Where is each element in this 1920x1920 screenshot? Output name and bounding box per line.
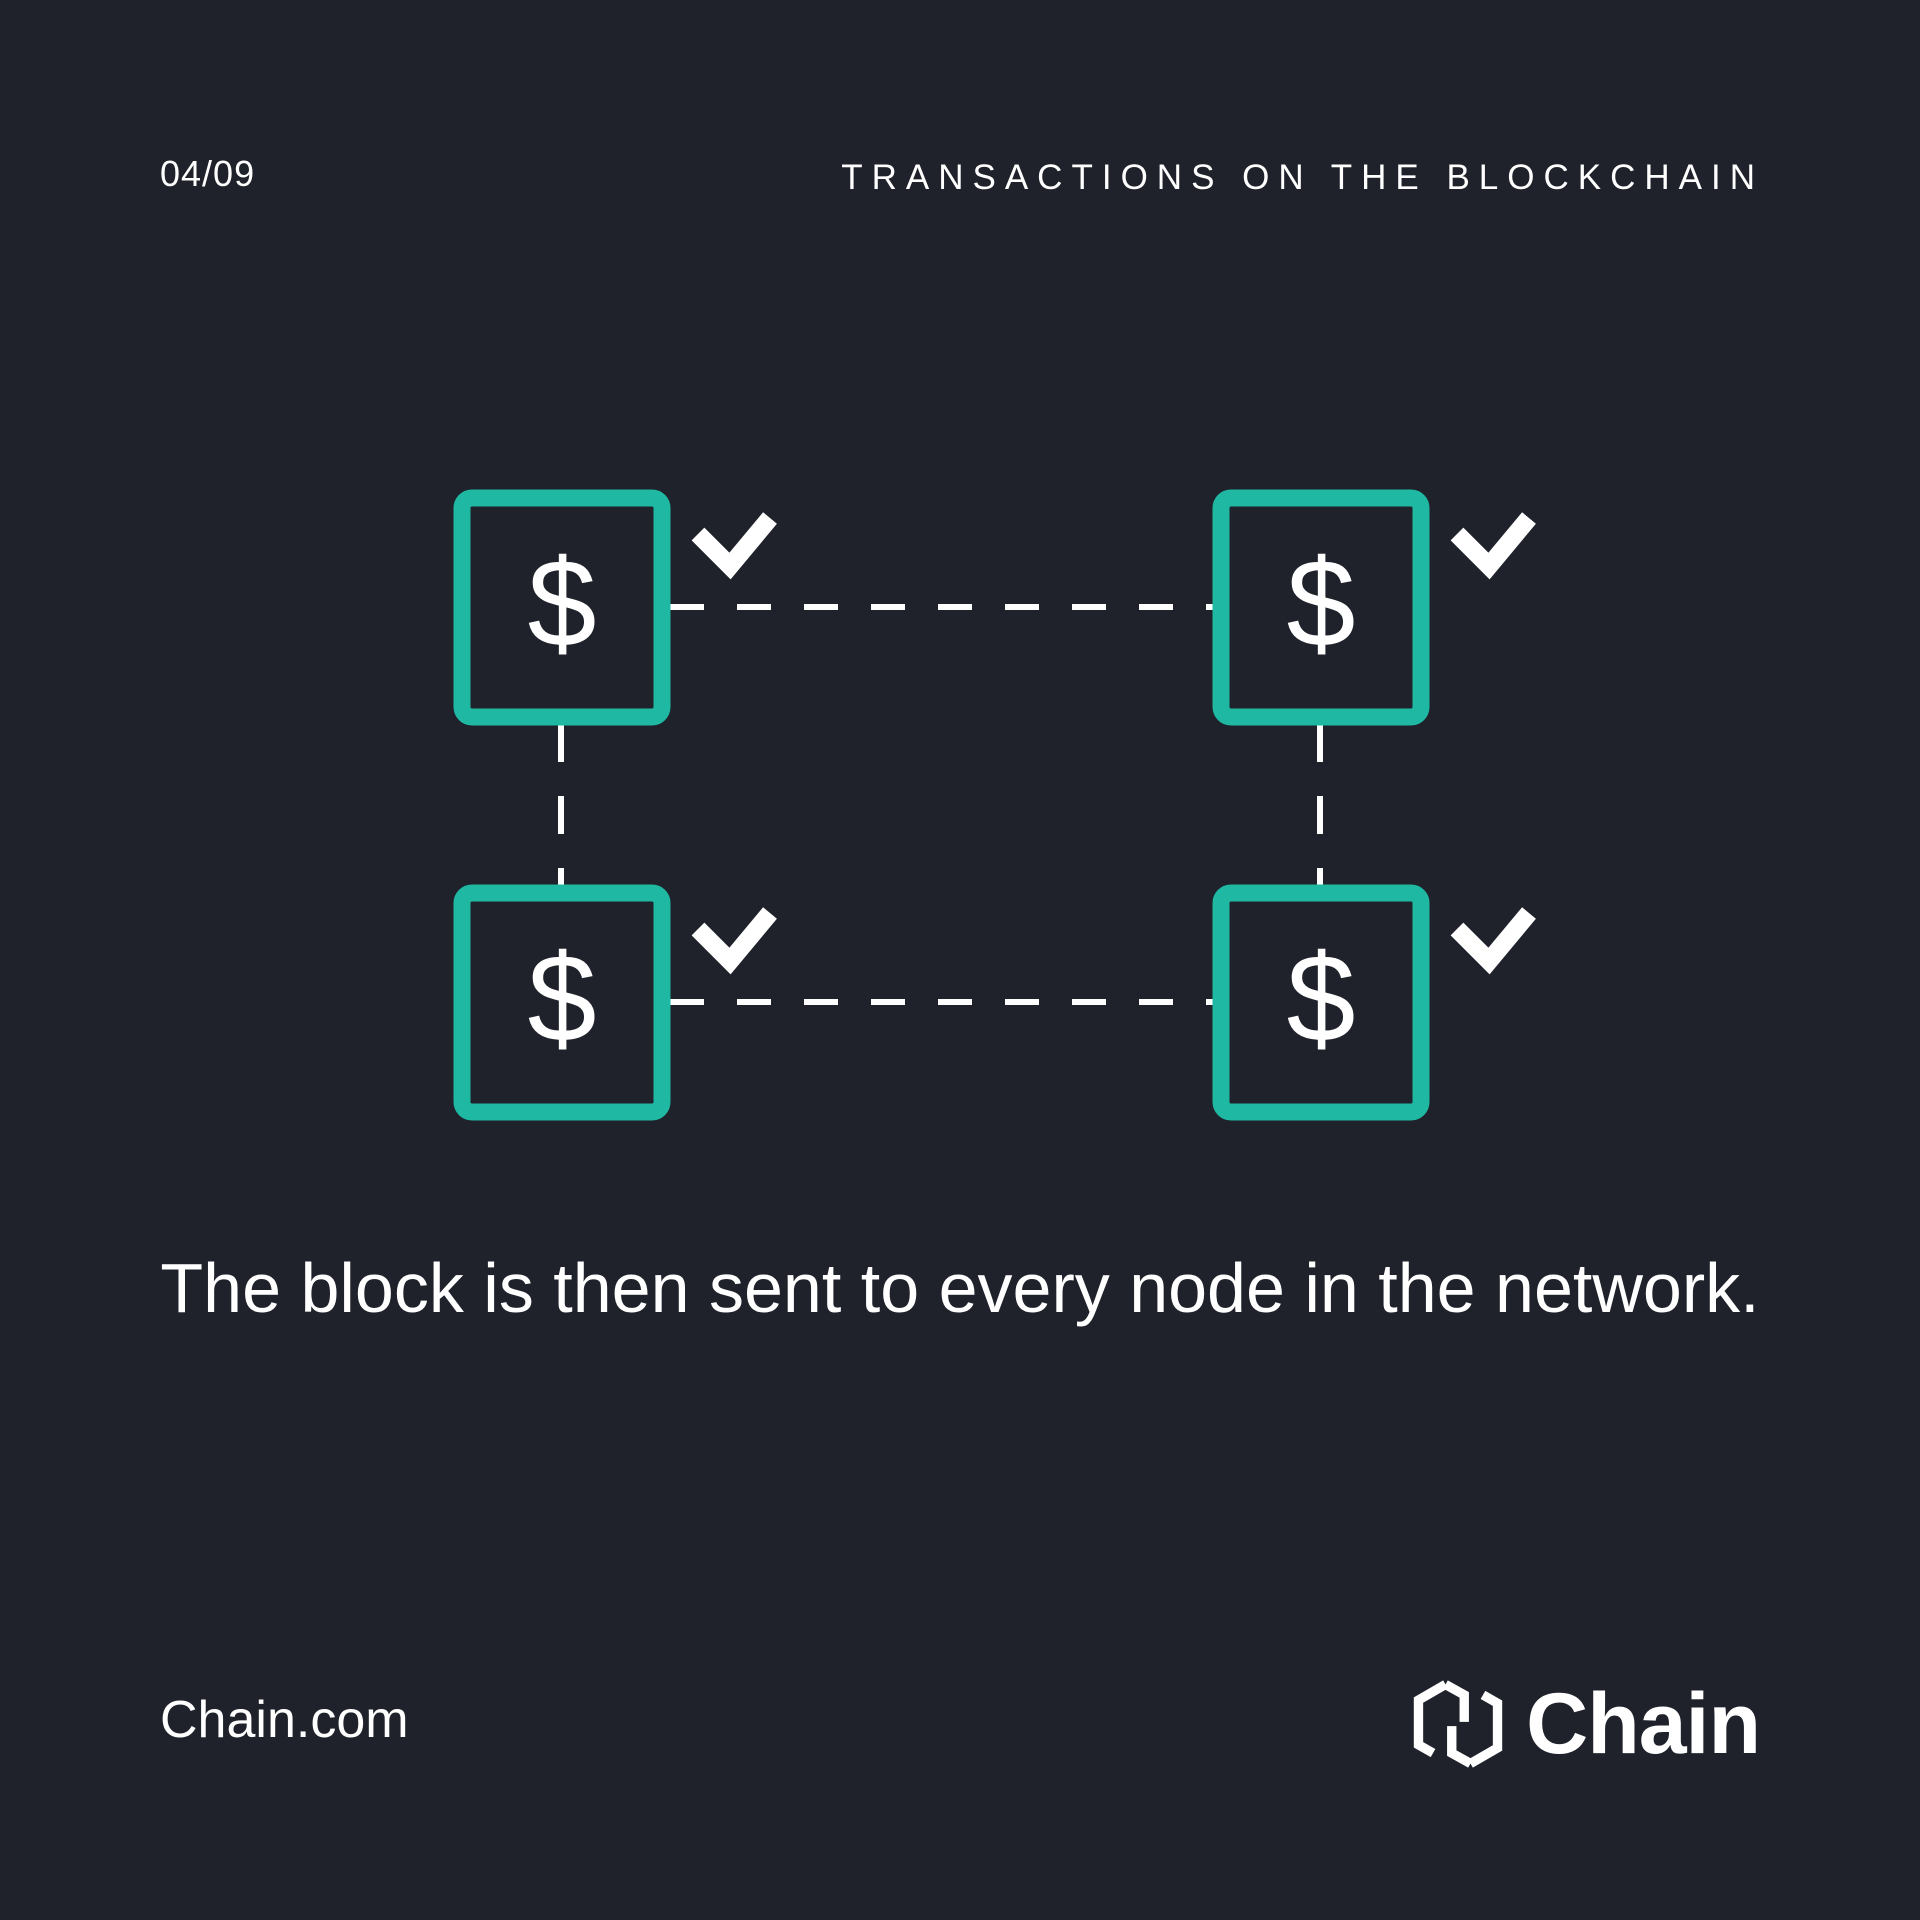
dollar-sign: $ [1287,930,1356,1068]
brand-lockup: Chain [1406,1672,1761,1776]
node-box [1212,489,1430,726]
node-bottom-left: $ [453,884,777,1121]
brand-name: Chain [1526,1676,1761,1772]
dollar-sign: $ [528,930,597,1068]
checkmark-icon [691,907,777,975]
checkmark-icon [1450,907,1536,975]
node-bottom-right: $ [1212,884,1536,1121]
checkmark-icon [1450,512,1536,580]
node-box [453,884,671,1121]
node-top-right: $ [1212,489,1536,726]
slide-number: 04/09 [160,153,256,194]
series-title: TRANSACTIONS ON THE BLOCKCHAIN [841,158,1764,197]
checkmark-icon [691,512,777,580]
dollar-sign: $ [528,535,597,673]
dollar-sign: $ [1287,535,1356,673]
node-box [1212,884,1430,1121]
node-box [453,489,671,726]
chain-logo-icon [1413,1680,1503,1768]
footer-url[interactable]: Chain.com [160,1691,409,1749]
caption: The block is then sent to every node in … [160,1249,1760,1327]
node-top-left: $ [453,489,777,726]
